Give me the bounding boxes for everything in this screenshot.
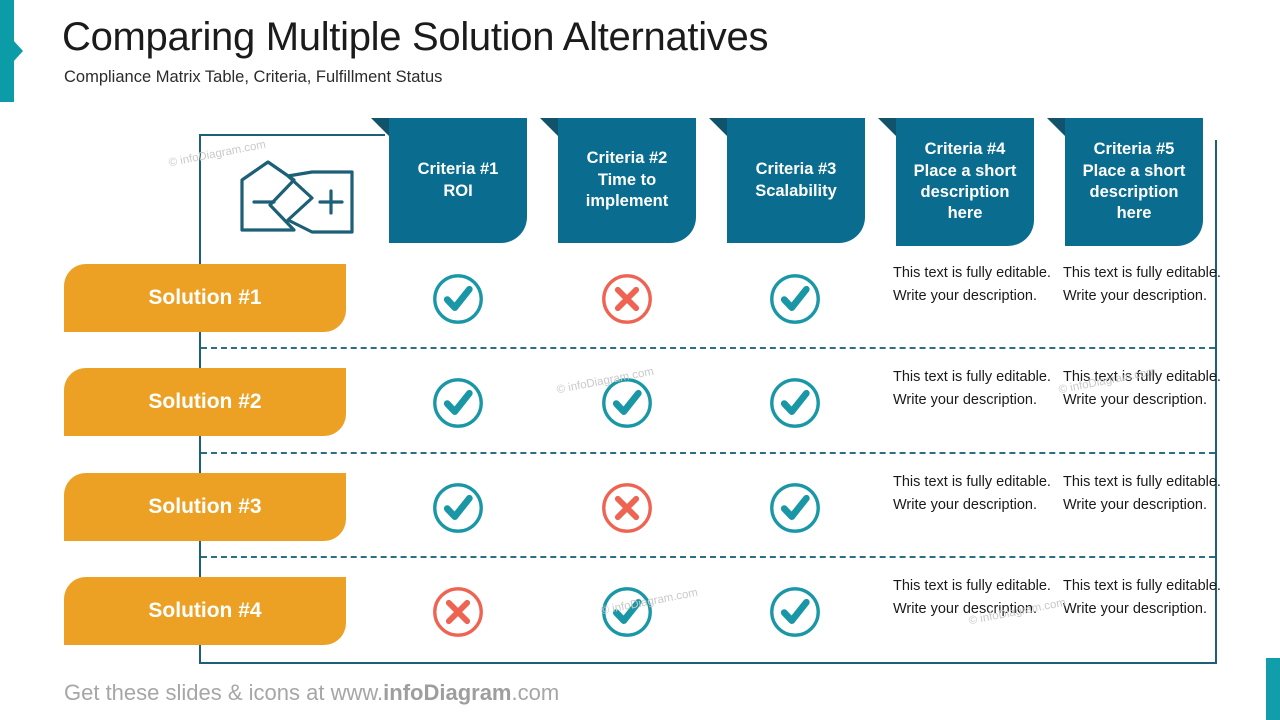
check-circle-icon [433, 378, 483, 428]
check-circle-icon [770, 483, 820, 533]
status-cell-2-3[interactable] [763, 376, 827, 430]
tab-fold-icon [371, 118, 389, 136]
cross-circle-icon [602, 274, 652, 324]
check-circle-icon [602, 378, 652, 428]
table-row: Solution #1 This text is fully editable.… [0, 246, 1280, 350]
criteria-tab-5-line3: description [1089, 183, 1179, 201]
compare-plus-minus-bookmarks-icon [238, 158, 358, 236]
status-cell-4-1[interactable] [426, 585, 490, 639]
description-cell-3-5: This text is fully editable. Write your … [1063, 474, 1221, 513]
criteria-tab-2-line1: Criteria #2 [586, 149, 668, 168]
status-cell-2-2[interactable] [595, 376, 659, 430]
criteria-tab-5-line1: Criteria #5 [1093, 140, 1175, 159]
criteria-tab-1[interactable]: Criteria #1 ROI [371, 118, 527, 243]
criteria-tab-4-line3: description [920, 183, 1010, 201]
status-cell-3-2[interactable] [595, 481, 659, 535]
status-cell-1-2[interactable] [595, 272, 659, 326]
description-cell-2-5: This text is fully editable. Write your … [1063, 369, 1221, 408]
solution-pill-3[interactable]: Solution #3 [64, 473, 346, 541]
criteria-tab-5-line2: Place a short [1082, 161, 1186, 180]
solution-pill-2[interactable]: Solution #2 [64, 368, 346, 436]
page-title: Comparing Multiple Solution Alternatives [62, 15, 769, 59]
description-cell-4-5: This text is fully editable. Write your … [1063, 578, 1221, 617]
footer-promo: Get these slides & icons at www.infoDiag… [64, 680, 559, 706]
criteria-tab-2-line3: implement [585, 192, 669, 211]
criteria-tab-4[interactable]: Criteria #4 Place a short description he… [878, 118, 1034, 246]
criteria-tab-3-line2: Scalability [755, 181, 837, 200]
criteria-tab-1-line1: Criteria #1 [417, 160, 499, 179]
table-row: Solution #4 This text is fully editable.… [0, 559, 1280, 663]
criteria-tab-3[interactable]: Criteria #3 Scalability [709, 118, 865, 243]
criteria-tab-4-text: Criteria #4 Place a short description he… [914, 139, 1017, 225]
criteria-tab-5-line4: here [1116, 204, 1152, 223]
tab-fold-icon [1047, 118, 1065, 136]
tab-fold-icon [878, 118, 896, 136]
status-cell-4-2[interactable] [595, 585, 659, 639]
criteria-tab-5-text: Criteria #5 Place a short description he… [1083, 139, 1186, 225]
status-cell-4-3[interactable] [763, 585, 827, 639]
check-circle-icon [602, 587, 652, 637]
criteria-tab-3-line1: Criteria #3 [755, 160, 837, 179]
table-row: Solution #2 This text is fully editable.… [0, 350, 1280, 454]
description-cell-1-4: This text is fully editable. Write your … [893, 265, 1051, 304]
description-cell-4-4: This text is fully editable. Write your … [893, 578, 1051, 617]
tab-fold-icon [540, 118, 558, 136]
cross-circle-icon [433, 587, 483, 637]
description-cell-1-5: This text is fully editable. Write your … [1063, 265, 1221, 304]
status-cell-3-3[interactable] [763, 481, 827, 535]
row-separator [201, 452, 1215, 454]
status-cell-1-1[interactable] [426, 272, 490, 326]
criteria-tab-2-line2: Time to [597, 170, 657, 189]
row-separator [201, 347, 1215, 349]
footer-pre: Get these slides & icons at www. [64, 680, 384, 705]
tab-fold-icon [709, 118, 727, 136]
left-accent-arrow-icon [13, 40, 23, 62]
criteria-tab-1-text: Criteria #1 ROI [418, 159, 499, 202]
criteria-tab-3-text: Criteria #3 Scalability [755, 159, 837, 202]
check-circle-icon [770, 587, 820, 637]
criteria-tab-4-line1: Criteria #4 [924, 140, 1006, 159]
criteria-tab-5[interactable]: Criteria #5 Place a short description he… [1047, 118, 1203, 246]
bottom-right-accent-bar [1266, 658, 1280, 720]
row-separator [201, 556, 1215, 558]
criteria-tab-4-line4: here [947, 204, 983, 223]
criteria-tab-4-line2: Place a short [913, 161, 1017, 180]
footer-post: .com [511, 680, 560, 705]
left-accent-bar [0, 0, 14, 102]
check-circle-icon [770, 378, 820, 428]
check-circle-icon [433, 483, 483, 533]
status-cell-3-1[interactable] [426, 481, 490, 535]
criteria-tab-2-text: Criteria #2 Time to implement [586, 148, 669, 212]
page-subtitle: Compliance Matrix Table, Criteria, Fulfi… [64, 68, 443, 86]
footer-brand: infoDiagram [383, 680, 512, 705]
solution-pill-4[interactable]: Solution #4 [64, 577, 346, 645]
criteria-tab-2[interactable]: Criteria #2 Time to implement [540, 118, 696, 243]
criteria-tab-1-line2: ROI [443, 181, 473, 200]
check-circle-icon [433, 274, 483, 324]
status-cell-2-1[interactable] [426, 376, 490, 430]
status-cell-1-3[interactable] [763, 272, 827, 326]
description-cell-3-4: This text is fully editable. Write your … [893, 474, 1051, 513]
cross-circle-icon [602, 483, 652, 533]
table-row: Solution #3 This text is fully editable.… [0, 455, 1280, 559]
description-cell-2-4: This text is fully editable. Write your … [893, 369, 1051, 408]
solution-pill-1[interactable]: Solution #1 [64, 264, 346, 332]
check-circle-icon [770, 274, 820, 324]
